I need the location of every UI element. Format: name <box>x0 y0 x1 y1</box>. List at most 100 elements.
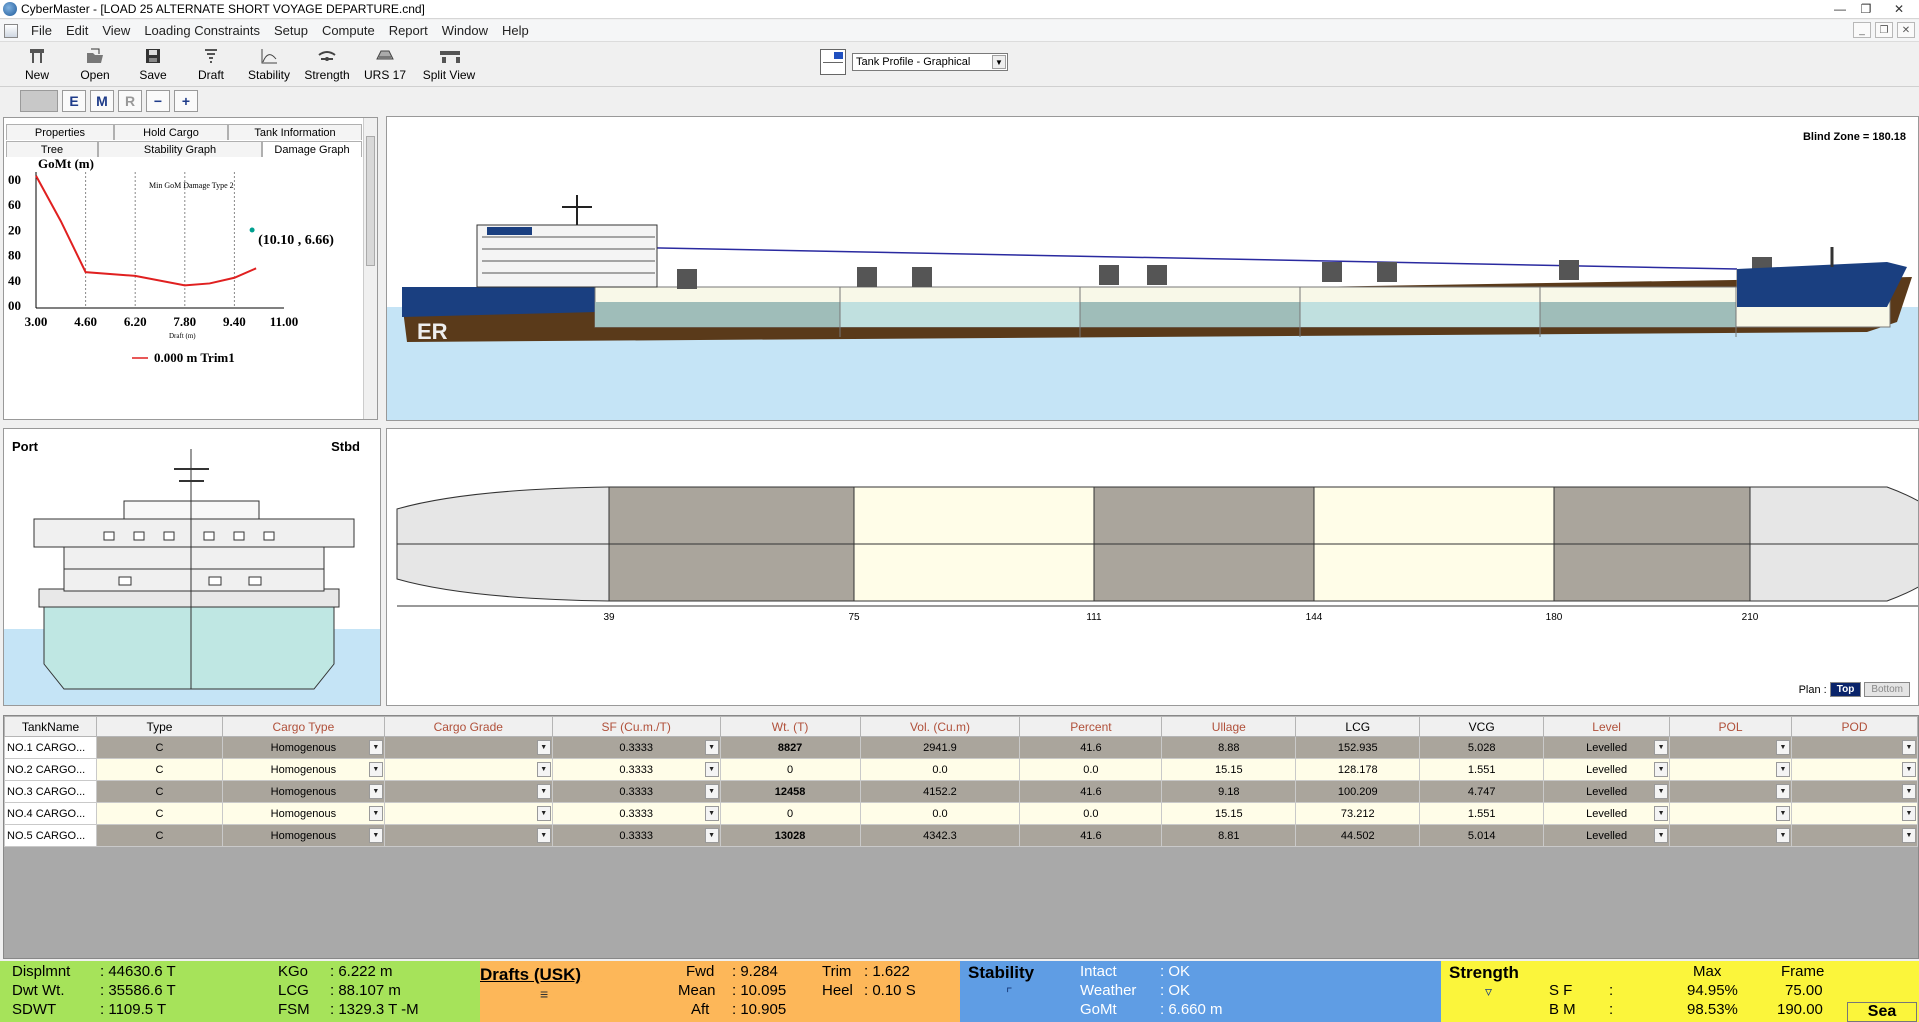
menu-window[interactable]: Window <box>441 23 488 38</box>
chevron-down-icon[interactable]: ▼ <box>704 762 719 777</box>
chevron-down-icon[interactable]: ▼ <box>1776 828 1790 843</box>
menu-compute[interactable]: Compute <box>321 23 375 38</box>
menu-edit[interactable]: Edit <box>65 23 89 38</box>
cell-wt[interactable]: 13028 <box>719 824 861 847</box>
tab-properties[interactable]: Properties <box>6 124 114 140</box>
minimize-button[interactable]: — <box>1834 2 1846 16</box>
col-header-wt[interactable]: Wt. (T) <box>719 716 861 737</box>
cell-sf[interactable]: 0.3333▼ <box>551 824 721 847</box>
chevron-down-icon[interactable]: ▼ <box>368 806 383 821</box>
e-button[interactable]: E <box>62 90 86 112</box>
cell-cargo-grade[interactable]: ▼ <box>383 736 553 759</box>
blank-toggle-button[interactable] <box>20 90 58 112</box>
tab-hold-cargo[interactable]: Hold Cargo <box>114 124 228 140</box>
chevron-down-icon[interactable]: ▼ <box>1654 762 1669 777</box>
cell-level[interactable]: Levelled▼ <box>1543 802 1671 825</box>
m-button[interactable]: M <box>90 90 114 112</box>
tab-tree[interactable]: Tree <box>6 141 98 157</box>
cell-name[interactable]: NO.2 CARGO... <box>4 758 97 781</box>
cell-pod[interactable]: ▼ <box>1791 758 1918 781</box>
cell-pod[interactable]: ▼ <box>1791 736 1918 759</box>
mdi-restore-button[interactable]: ❐ <box>1875 22 1893 38</box>
cell-name[interactable]: NO.4 CARGO... <box>4 802 97 825</box>
cell-percent[interactable]: 41.6 <box>1019 824 1163 847</box>
cell-pod[interactable]: ▼ <box>1791 824 1918 847</box>
cell-vcg[interactable]: 5.014 <box>1419 824 1545 847</box>
mdi-close-button[interactable]: ✕ <box>1897 22 1915 38</box>
cell-lcg[interactable]: 128.178 <box>1295 758 1421 781</box>
strength-button[interactable]: Strength <box>298 43 356 85</box>
cell-ullage[interactable]: 8.88 <box>1161 736 1297 759</box>
cell-vol[interactable]: 0.0 <box>859 802 1021 825</box>
chevron-down-icon[interactable]: ▼ <box>1902 784 1916 799</box>
menu-help[interactable]: Help <box>501 23 529 38</box>
left-panel-scrollbar[interactable] <box>363 118 377 419</box>
tab-damage-graph[interactable]: Damage Graph <box>262 141 362 157</box>
cell-pol[interactable]: ▼ <box>1669 780 1792 803</box>
cell-pod[interactable]: ▼ <box>1791 780 1918 803</box>
new-button[interactable]: New <box>8 43 66 85</box>
cell-ullage[interactable]: 8.81 <box>1161 824 1297 847</box>
cell-level[interactable]: Levelled▼ <box>1543 824 1671 847</box>
drafts-panel[interactable]: Drafts (USK) ≡ Fwd : 9.284 Mean : 10.095… <box>480 961 960 1022</box>
strength-panel[interactable]: Strength ▿ Max Frame S F : 94.95% 75.00 … <box>1441 961 1919 1022</box>
cell-lcg[interactable]: 44.502 <box>1295 824 1421 847</box>
cell-pol[interactable]: ▼ <box>1669 802 1792 825</box>
cell-cargo-grade[interactable]: ▼ <box>383 824 553 847</box>
open-button[interactable]: Open <box>66 43 124 85</box>
cell-lcg[interactable]: 152.935 <box>1295 736 1421 759</box>
cell-ullage[interactable]: 15.15 <box>1161 802 1297 825</box>
cell-percent[interactable]: 0.0 <box>1019 802 1163 825</box>
cell-level[interactable]: Levelled▼ <box>1543 758 1671 781</box>
tab-tank-information[interactable]: Tank Information <box>228 124 362 140</box>
cell-type[interactable]: C <box>95 780 223 803</box>
cell-pod[interactable]: ▼ <box>1791 802 1918 825</box>
cell-vol[interactable]: 0.0 <box>859 758 1021 781</box>
view-mode-dropdown[interactable]: Tank Profile - Graphical ▼ <box>852 53 1008 71</box>
cell-cargo-type[interactable]: Homogenous▼ <box>221 802 385 825</box>
col-header-tankname[interactable]: TankName <box>4 716 97 737</box>
chevron-down-icon[interactable]: ▼ <box>1902 762 1916 777</box>
cell-sf[interactable]: 0.3333▼ <box>551 780 721 803</box>
chevron-down-icon[interactable]: ▼ <box>536 762 551 777</box>
chevron-down-icon[interactable]: ▼ <box>704 740 719 755</box>
cell-name[interactable]: NO.1 CARGO... <box>4 736 97 759</box>
chevron-down-icon[interactable]: ▼ <box>368 762 383 777</box>
col-header-lcg[interactable]: LCG <box>1295 716 1421 737</box>
zoom-out-button[interactable]: − <box>146 90 170 112</box>
cell-level[interactable]: Levelled▼ <box>1543 736 1671 759</box>
zoom-in-button[interactable]: + <box>174 90 198 112</box>
col-header-cargo-type[interactable]: Cargo Type <box>221 716 385 737</box>
cell-percent[interactable]: 41.6 <box>1019 780 1163 803</box>
col-header-pod[interactable]: POD <box>1791 716 1918 737</box>
chevron-down-icon[interactable]: ▼ <box>1776 762 1790 777</box>
chevron-down-icon[interactable]: ▼ <box>536 740 551 755</box>
menu-view[interactable]: View <box>102 23 131 38</box>
mdi-minimize-button[interactable]: _ <box>1853 22 1871 38</box>
cell-name[interactable]: NO.5 CARGO... <box>4 824 97 847</box>
cell-lcg[interactable]: 73.212 <box>1295 802 1421 825</box>
document-icon[interactable] <box>4 23 18 38</box>
col-header-level[interactable]: Level <box>1543 716 1671 737</box>
chevron-down-icon[interactable]: ▼ <box>1902 828 1916 843</box>
chevron-down-icon[interactable]: ▼ <box>368 784 383 799</box>
cell-pol[interactable]: ▼ <box>1669 736 1792 759</box>
cell-cargo-type[interactable]: Homogenous▼ <box>221 758 385 781</box>
menu-report[interactable]: Report <box>388 23 428 38</box>
cell-vcg[interactable]: 4.747 <box>1419 780 1545 803</box>
cell-name[interactable]: NO.3 CARGO... <box>4 780 97 803</box>
col-header-percent[interactable]: Percent <box>1019 716 1163 737</box>
cell-vcg[interactable]: 1.551 <box>1419 758 1545 781</box>
cell-ullage[interactable]: 15.15 <box>1161 758 1297 781</box>
cell-sf[interactable]: 0.3333▼ <box>551 802 721 825</box>
cell-sf[interactable]: 0.3333▼ <box>551 736 721 759</box>
cell-cargo-grade[interactable]: ▼ <box>383 758 553 781</box>
chevron-down-icon[interactable]: ▼ <box>1654 784 1669 799</box>
scrollbar-thumb[interactable] <box>366 136 375 266</box>
cell-vol[interactable]: 2941.9 <box>859 736 1021 759</box>
cell-percent[interactable]: 0.0 <box>1019 758 1163 781</box>
chevron-down-icon[interactable]: ▼ <box>704 828 719 843</box>
